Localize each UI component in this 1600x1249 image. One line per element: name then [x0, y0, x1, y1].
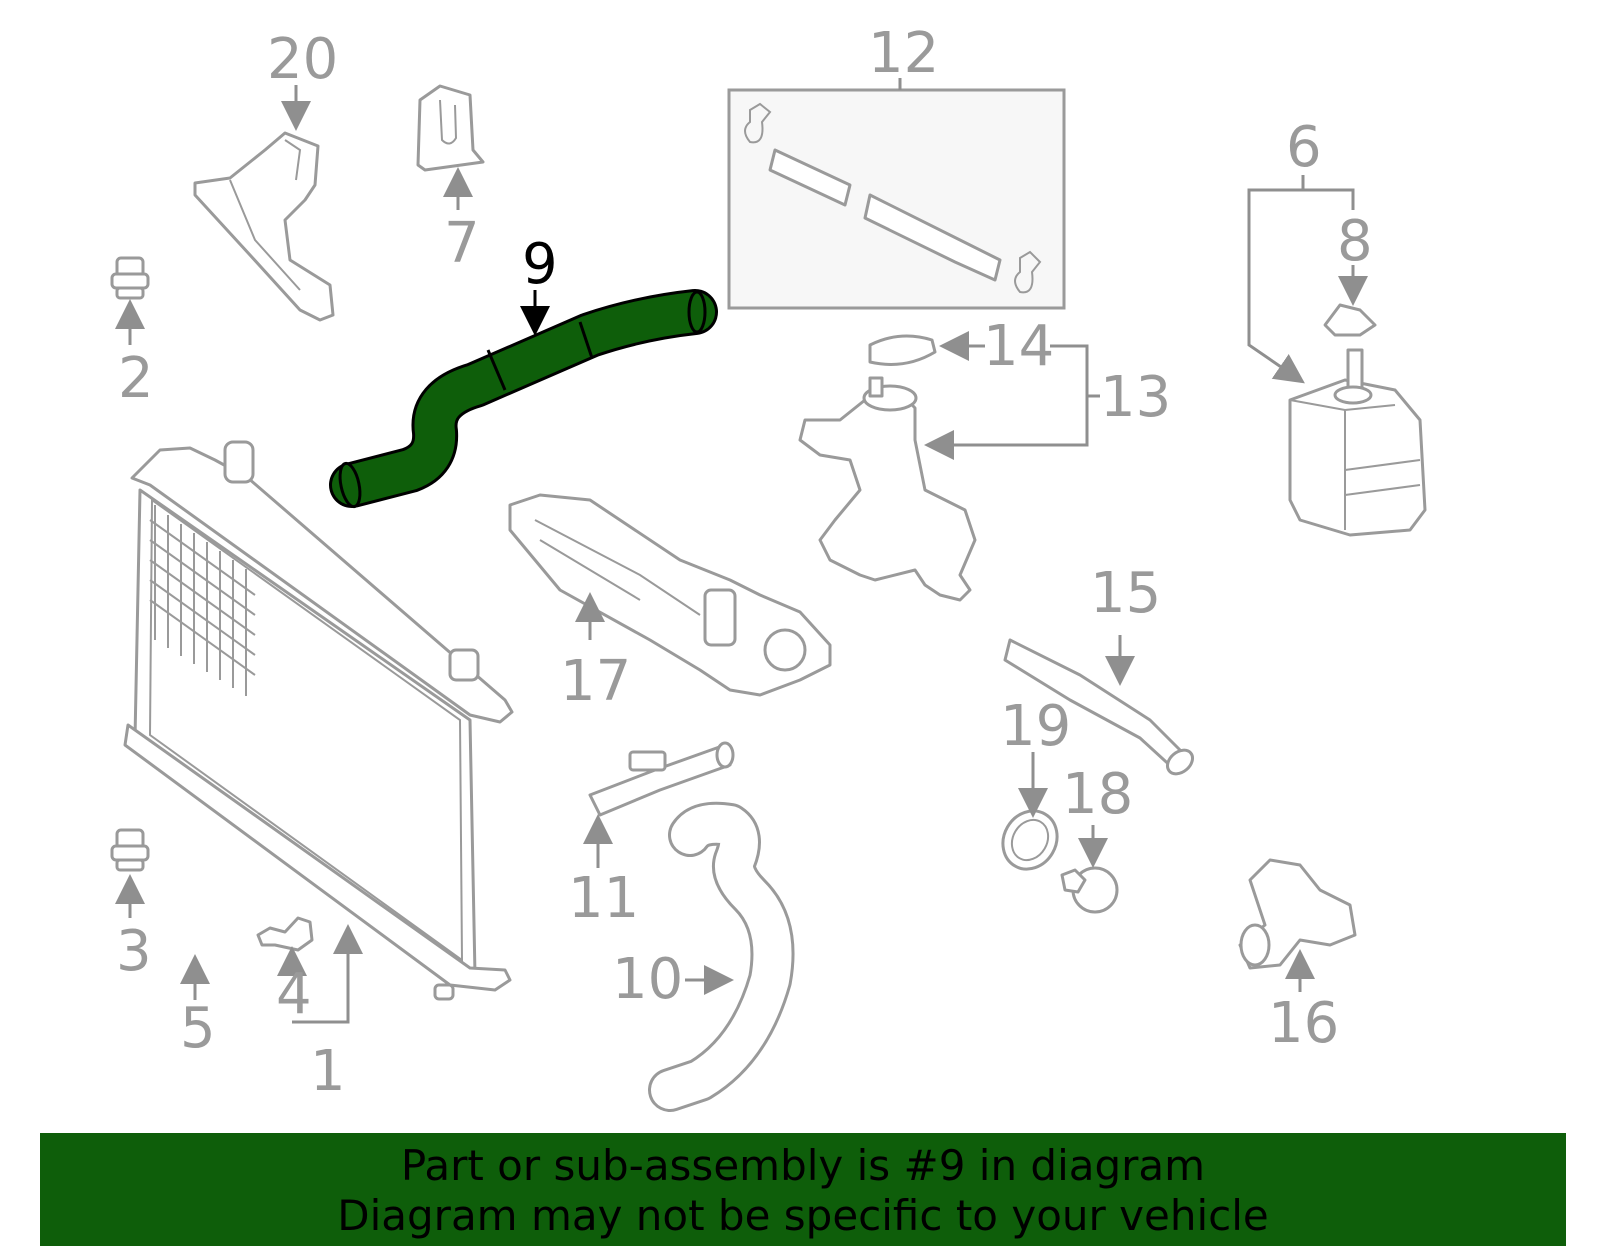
part-17-cover[interactable]: [508, 493, 832, 697]
part-6-reservoir[interactable]: [1288, 348, 1427, 537]
callout-20[interactable]: 20: [267, 27, 338, 92]
callout-14[interactable]: 14: [983, 314, 1054, 379]
callout-11[interactable]: 11: [568, 866, 639, 931]
callout-12[interactable]: 12: [868, 21, 939, 86]
banner-line-1: Part or sub-assembly is #9 in diagram: [400, 1141, 1206, 1190]
part-1-radiator[interactable]: [123, 440, 514, 1001]
callout-17[interactable]: 17: [560, 649, 631, 714]
part-18-thermostat[interactable]: [1060, 866, 1119, 914]
part-4-cock[interactable]: [256, 916, 314, 952]
part-12-hose-kit[interactable]: [727, 88, 1066, 310]
part-7-clip[interactable]: [416, 84, 485, 172]
part-8-cap[interactable]: [1323, 303, 1377, 337]
callout-6[interactable]: 6: [1286, 115, 1322, 180]
callout-1[interactable]: 1: [310, 1039, 346, 1104]
callout-5[interactable]: 5: [180, 996, 216, 1061]
callout-3[interactable]: 3: [116, 919, 152, 984]
callout-8[interactable]: 8: [1337, 209, 1373, 274]
part-20-bracket[interactable]: [193, 131, 335, 322]
part-14-cap[interactable]: [868, 334, 937, 366]
part-13-housing[interactable]: [798, 376, 977, 602]
info-banner: Part or sub-assembly is #9 in diagram Di…: [40, 1133, 1566, 1246]
callout-19[interactable]: 19: [1000, 694, 1071, 759]
callout-9[interactable]: 9: [522, 232, 558, 297]
callout-7[interactable]: 7: [444, 211, 480, 276]
callout-18[interactable]: 18: [1062, 762, 1133, 827]
part-19-gasket[interactable]: [992, 801, 1067, 879]
banner-line-2: Diagram may not be specific to your vehi…: [337, 1191, 1269, 1240]
part-15-hose[interactable]: [1003, 638, 1197, 779]
callout-16[interactable]: 16: [1268, 991, 1339, 1056]
leader-lines: [115, 78, 1368, 1024]
callout-10[interactable]: 10: [612, 947, 683, 1012]
callout-4[interactable]: 4: [276, 962, 312, 1027]
callout-13[interactable]: 13: [1100, 365, 1171, 430]
part-10-lower-hose[interactable]: [648, 801, 795, 1112]
callout-15[interactable]: 15: [1090, 561, 1161, 626]
part-9-upper-hose[interactable]: [329, 289, 718, 509]
part-3-plug[interactable]: [110, 828, 150, 872]
part-16-outlet[interactable]: [1238, 858, 1357, 970]
parts-diagram: 20 7 2 3 5 4 1 9 12 14 13 6 8 17 11 10 1…: [110, 21, 1427, 1112]
callout-labels: 20 7 2 3 5 4 1 9 12 14 13 6 8 17 11 10 1…: [116, 21, 1373, 1104]
callout-2[interactable]: 2: [118, 346, 154, 411]
part-2-plug[interactable]: [110, 256, 150, 300]
